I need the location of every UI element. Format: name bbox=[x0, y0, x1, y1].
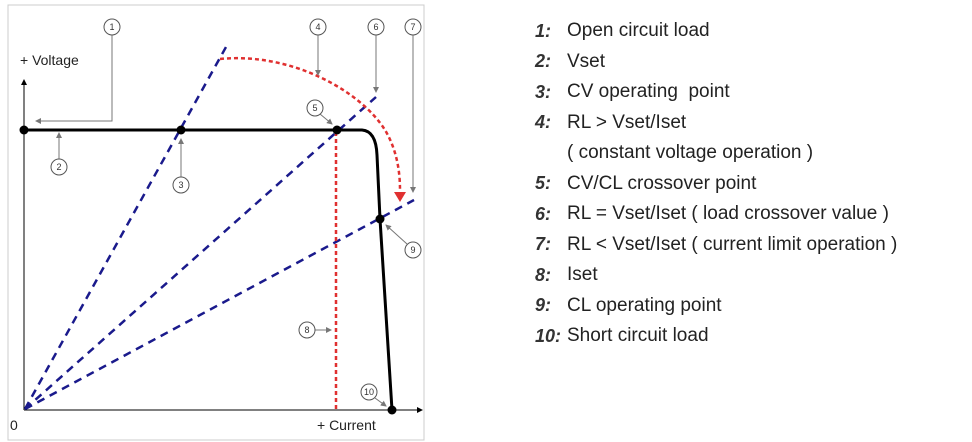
legend-text: Short circuit load bbox=[567, 325, 709, 347]
legend-item: 8: Iset bbox=[535, 260, 897, 291]
legend-item: 3: CV operating point bbox=[535, 77, 897, 108]
legend-text: RL < Vset/Iset ( current limit operation… bbox=[567, 233, 898, 255]
legend-item: 6: RL = Vset/Iset ( load crossover value … bbox=[535, 199, 897, 230]
legend-text: Vset bbox=[567, 50, 606, 72]
arc-arrowhead bbox=[394, 192, 406, 202]
callout-5-label: 5 bbox=[312, 103, 317, 113]
callout-3-label: 3 bbox=[178, 180, 183, 190]
legend-item: 10:Short circuit load bbox=[535, 321, 897, 352]
callout-4 bbox=[309, 18, 327, 36]
x-axis-label: + Current bbox=[317, 417, 376, 433]
legend-item: 4: RL > Vset/Iset bbox=[535, 108, 897, 139]
point-crossover bbox=[332, 125, 342, 135]
legend-item: 2: Vset bbox=[535, 47, 897, 78]
legend-text: ( constant voltage operation ) bbox=[567, 142, 814, 164]
load-line-crossover-rl bbox=[24, 96, 377, 410]
legend: 1: Open circuit load 2: Vset 3: CV operatin… bbox=[535, 16, 897, 352]
legend-text: RL = Vset/Iset ( load crossover value ) bbox=[567, 203, 889, 225]
callout-1 bbox=[103, 18, 121, 36]
legend-number: 6: bbox=[535, 203, 552, 224]
callout-6 bbox=[367, 18, 385, 36]
callout-4-label: 4 bbox=[315, 22, 320, 32]
legend-text: CV/CL crossover point bbox=[567, 172, 757, 194]
legend-number: 9: bbox=[535, 295, 552, 316]
legend-number: 8: bbox=[535, 264, 552, 285]
diagram-frame bbox=[7, 4, 425, 441]
legend-number: 10: bbox=[535, 325, 562, 346]
callout-9 bbox=[404, 241, 422, 259]
legend-item: 7: RL < Vset/Iset ( current limit operati… bbox=[535, 230, 897, 261]
legend-text: Iset bbox=[567, 264, 598, 286]
callout-10-label: 10 bbox=[364, 387, 374, 397]
legend-number: 7: bbox=[535, 234, 552, 255]
legend-text: RL > Vset/Iset bbox=[567, 111, 687, 133]
output-characteristic-curve bbox=[24, 128, 394, 411]
point-short-circuit bbox=[387, 405, 397, 415]
callout-5 bbox=[306, 99, 324, 117]
legend-text: CV operating point bbox=[567, 81, 730, 103]
legend-text: CL operating point bbox=[567, 294, 722, 316]
legend-number: 5: bbox=[535, 173, 552, 194]
load-line-low-rl bbox=[24, 198, 415, 411]
callout-2 bbox=[50, 158, 68, 176]
legend-text: Open circuit load bbox=[567, 20, 710, 42]
point-open-circuit bbox=[19, 125, 29, 135]
callout-8 bbox=[298, 321, 316, 339]
callout-10 bbox=[360, 383, 378, 401]
callout-7-label: 7 bbox=[410, 22, 415, 32]
load-change-arc bbox=[219, 56, 402, 191]
callout-3 bbox=[172, 176, 190, 194]
callout-9-label: 9 bbox=[410, 245, 415, 255]
legend-item: 9: CL operating point bbox=[535, 291, 897, 322]
callout-1-label: 1 bbox=[109, 22, 114, 32]
callout-7 bbox=[404, 18, 422, 36]
point-cl-operating bbox=[375, 214, 385, 224]
legend-number: 1: bbox=[535, 20, 552, 41]
callout-8-label: 8 bbox=[304, 325, 309, 335]
cv-cl-diagram: + Voltage + Current 0 bbox=[7, 4, 425, 441]
y-axis-label: + Voltage bbox=[20, 52, 79, 68]
point-cv-operating bbox=[176, 125, 186, 135]
legend-number: 4: bbox=[535, 112, 552, 133]
callout-2-label: 2 bbox=[56, 162, 61, 172]
callout-6-label: 6 bbox=[373, 22, 378, 32]
legend-item: 5: CV/CL crossover point bbox=[535, 169, 897, 200]
legend-number: 3: bbox=[535, 81, 552, 102]
legend-number: 2: bbox=[535, 51, 552, 72]
legend-item: ( constant voltage operation ) bbox=[535, 138, 897, 169]
legend-item: 1: Open circuit load bbox=[535, 16, 897, 47]
origin-label: 0 bbox=[10, 417, 18, 433]
